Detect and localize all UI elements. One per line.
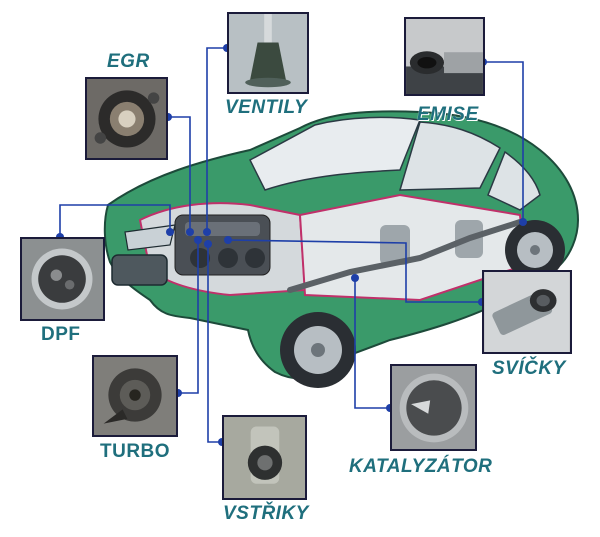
leader-line-turbo <box>178 240 199 394</box>
label-katalyzator: KATALYZÁTOR <box>349 456 493 477</box>
turbocharger-photo <box>92 355 178 437</box>
headlight <box>124 224 176 251</box>
leader-line-emise <box>483 61 524 222</box>
dot-dpf-car <box>166 228 174 236</box>
leader-line-katalyzator <box>354 278 390 409</box>
label-emise: EMISE <box>417 104 479 125</box>
leader-line-ventily <box>206 47 227 232</box>
label-turbo: TURBO <box>100 441 171 462</box>
leader-line-vstriky <box>207 244 222 443</box>
dot-egr-car <box>186 228 194 236</box>
label-ventily: VENTILY <box>225 97 308 118</box>
valve-photo <box>227 12 309 94</box>
label-vstriky: VSTŘIKY <box>223 503 309 524</box>
label-egr: EGR <box>107 51 150 72</box>
dot-vstriky-car <box>204 240 212 248</box>
front-grille <box>111 254 168 286</box>
exhaust-line <box>287 219 523 293</box>
exhaust-pipe-photo <box>404 17 485 96</box>
catalytic-converter-photo <box>390 364 477 451</box>
egr-valve-photo <box>85 77 168 160</box>
dot-turbo-car <box>194 236 202 244</box>
leader-lines <box>59 47 524 443</box>
dot-emise-car <box>519 218 527 226</box>
side-window-front <box>398 121 501 191</box>
dot-svicky-car <box>224 236 232 244</box>
label-dpf: DPF <box>41 324 81 345</box>
leader-line-dpf <box>59 204 171 237</box>
dot-ventily-car <box>203 228 211 236</box>
rear-wheel <box>505 220 565 280</box>
leader-line-svicky <box>227 239 482 303</box>
particulate-filter-photo <box>20 237 105 321</box>
seat <box>380 225 410 265</box>
dot-katalyzator-car <box>351 274 359 282</box>
glow-plug-photo <box>482 270 572 354</box>
injector-photo <box>222 415 307 500</box>
label-svicky: SVÍČKY <box>492 358 566 379</box>
leader-line-egr <box>168 116 191 232</box>
windshield <box>249 116 422 191</box>
front-wheel <box>280 312 356 388</box>
